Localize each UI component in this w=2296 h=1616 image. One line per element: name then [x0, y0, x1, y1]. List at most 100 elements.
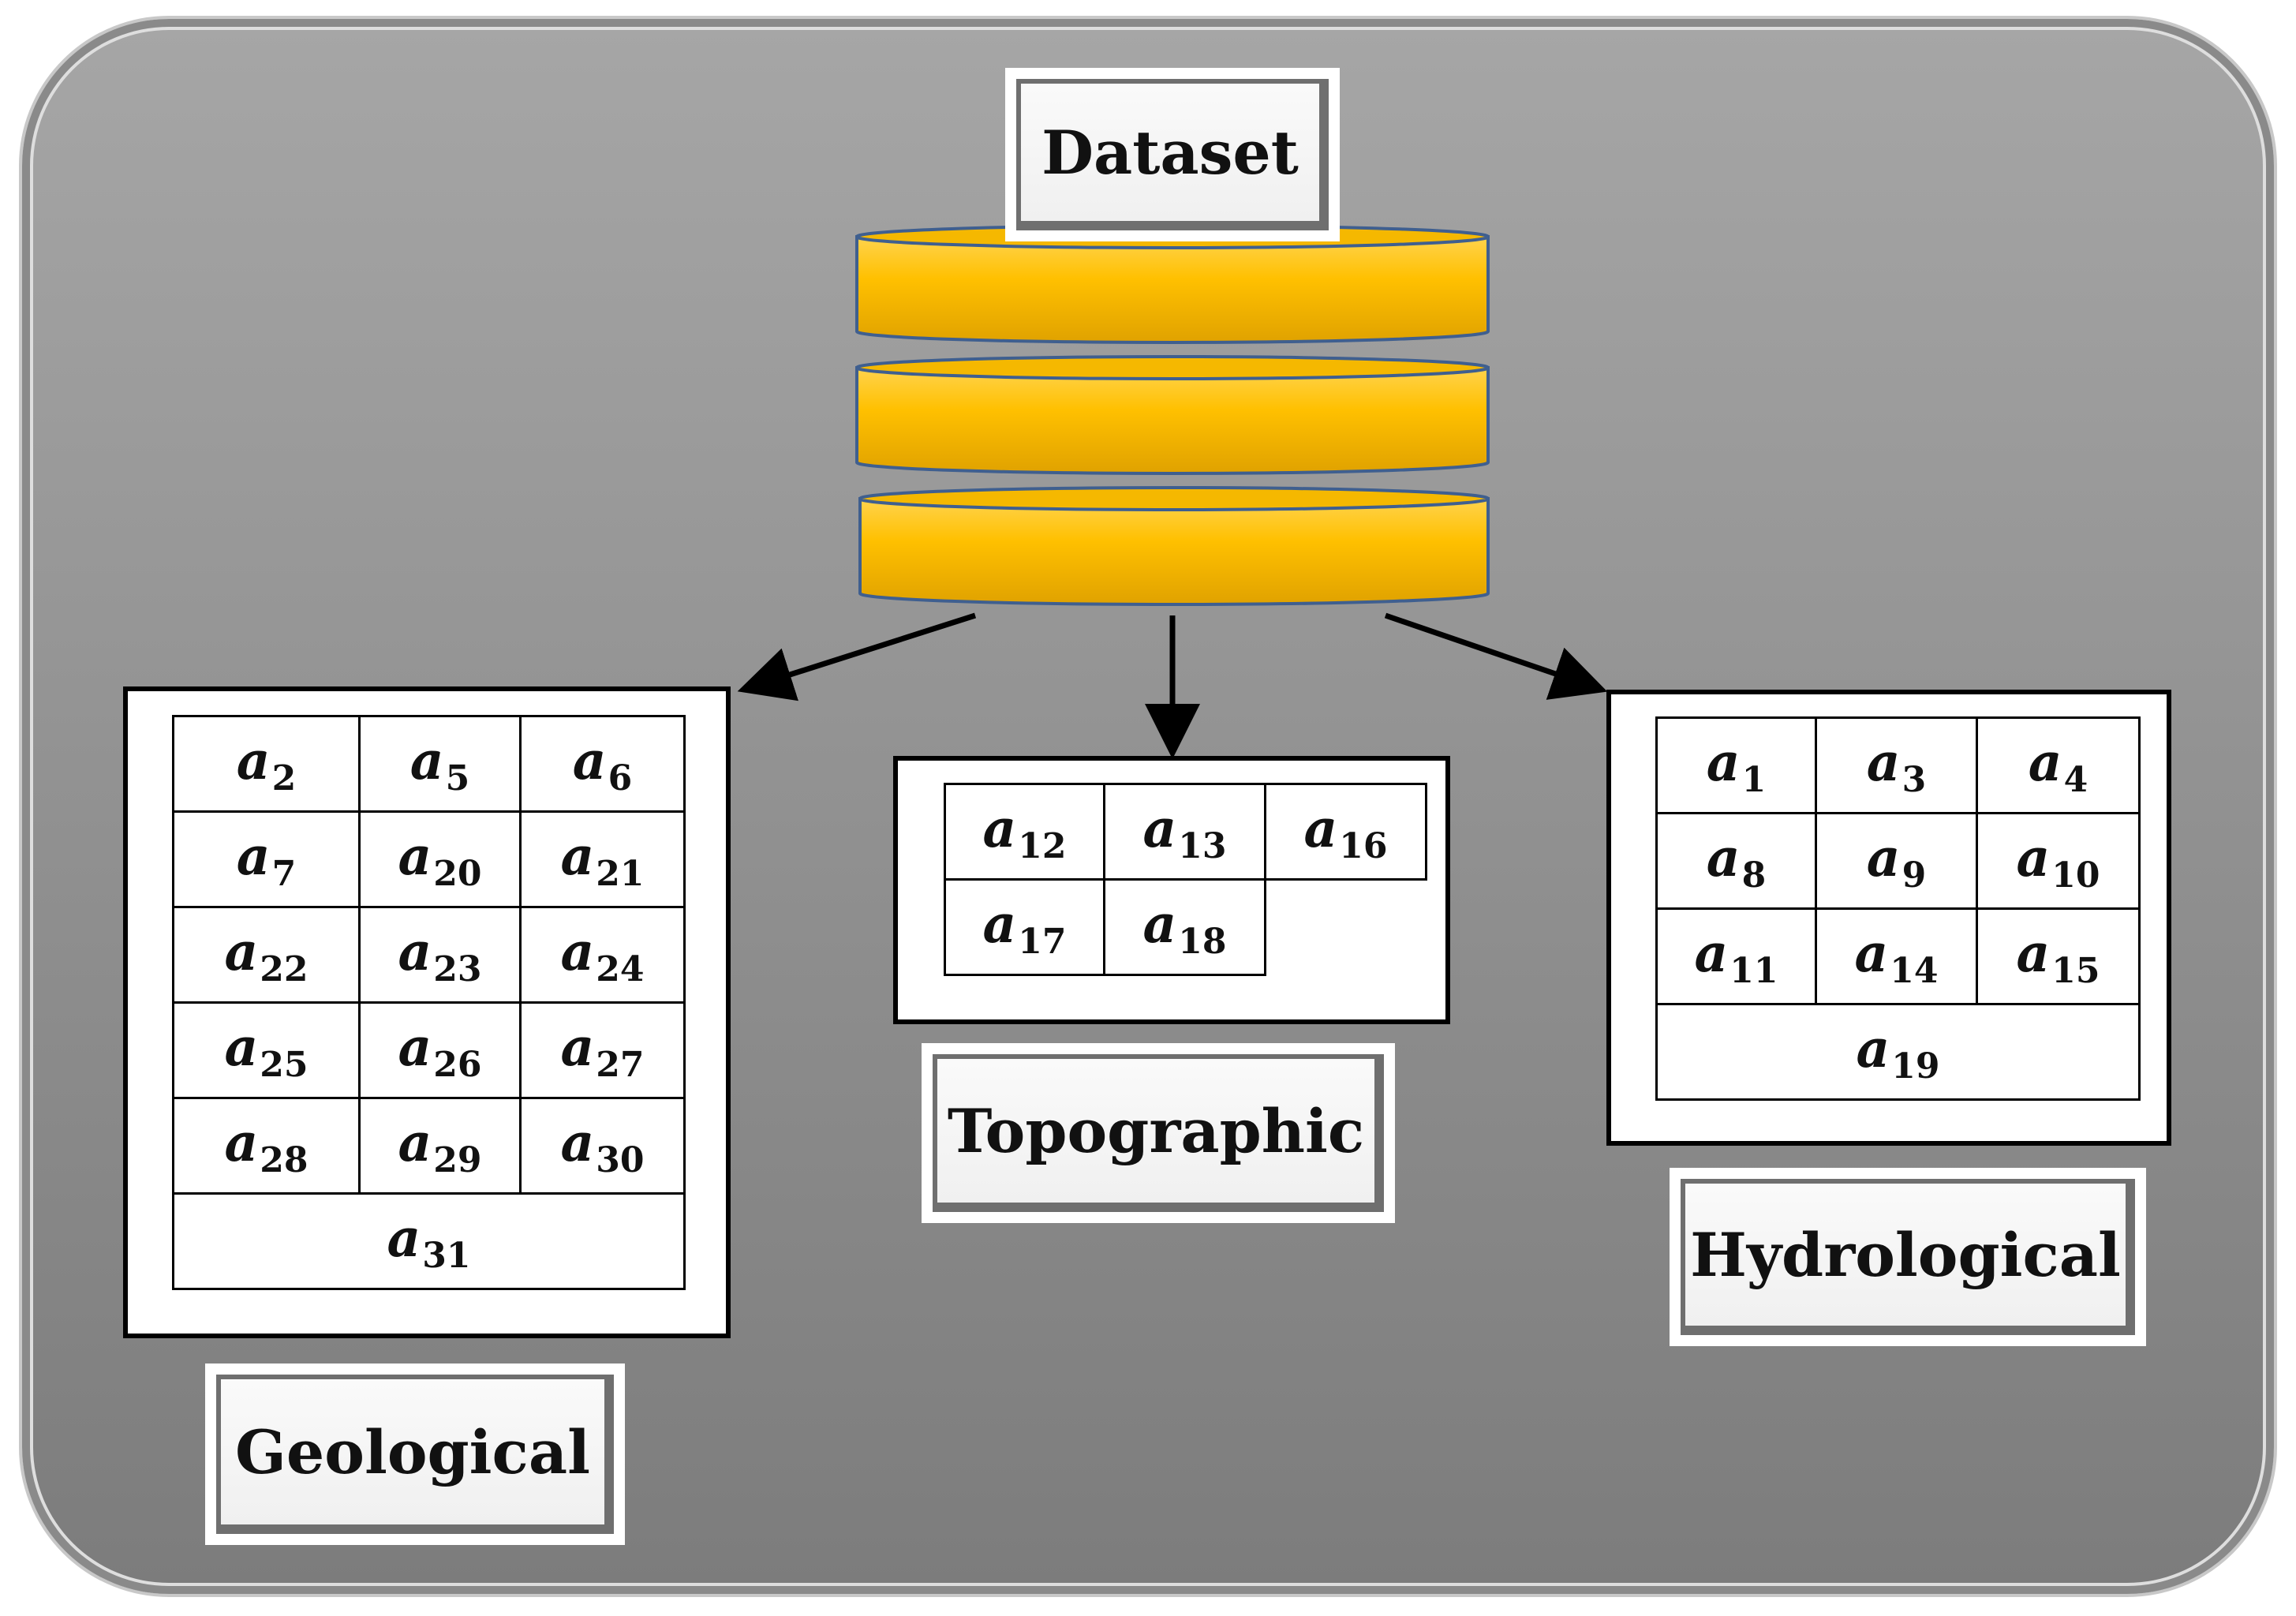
attribute-cell: a8	[1655, 812, 1817, 910]
attribute-index: 24	[596, 948, 645, 989]
attribute-cell: a4	[1976, 716, 2141, 814]
hydrological-title: Hydrological	[1681, 1179, 2135, 1335]
attribute-symbol: a	[1866, 731, 1901, 793]
attribute-index: 2	[271, 758, 297, 799]
table-row: a31	[172, 1192, 686, 1290]
attribute-cell: a1	[1655, 716, 1817, 814]
attribute-symbol: a	[2028, 731, 2062, 793]
attribute-index: 4	[2063, 759, 2088, 800]
attribute-cell: a25	[172, 1001, 361, 1099]
geological-label: Geological	[205, 1364, 625, 1545]
attribute-index: 14	[1890, 950, 1939, 991]
table-row: a19	[1655, 1003, 2141, 1101]
attribute-symbol: a	[572, 729, 607, 791]
attribute-cell: a9	[1815, 812, 1978, 910]
attribute-cell: a24	[519, 906, 686, 1004]
attribute-symbol: a	[1303, 797, 1338, 859]
attribute-cell: a5	[358, 715, 522, 813]
dataset-title: Dataset	[1016, 79, 1329, 230]
attribute-symbol: a	[398, 825, 432, 887]
attribute-index: 9	[1901, 855, 1927, 896]
attribute-symbol: a	[224, 1016, 259, 1078]
attribute-symbol: a	[224, 920, 259, 982]
attribute-symbol: a	[409, 729, 444, 791]
attribute-cell: a7	[172, 810, 361, 908]
hydrological-label: Hydrological	[1670, 1168, 2146, 1346]
attribute-index: 29	[433, 1139, 482, 1180]
attribute-cell: a10	[1976, 812, 2141, 910]
attribute-symbol: a	[398, 1016, 432, 1078]
attribute-index: 22	[260, 948, 309, 989]
attribute-symbol: a	[1142, 797, 1177, 859]
attribute-cell: a18	[1103, 878, 1266, 976]
attribute-cell: a27	[519, 1001, 686, 1099]
attribute-symbol: a	[560, 1111, 595, 1173]
attribute-index: 26	[433, 1044, 482, 1085]
attribute-index: 19	[1891, 1046, 1940, 1087]
attribute-symbol: a	[560, 1016, 595, 1078]
attribute-cell: a16	[1264, 783, 1427, 881]
attribute-symbol: a	[1694, 922, 1729, 984]
attribute-cell: a30	[519, 1097, 686, 1195]
attribute-index: 30	[596, 1139, 645, 1180]
attribute-index: 3	[1901, 759, 1927, 800]
attribute-index: 15	[2051, 950, 2100, 991]
attribute-index: 5	[445, 758, 470, 799]
attribute-symbol: a	[1866, 826, 1901, 888]
attribute-index: 6	[608, 758, 633, 799]
attribute-cell: a12	[944, 783, 1105, 881]
attribute-index: 11	[1729, 950, 1778, 991]
dataset-label: Dataset	[1005, 68, 1340, 241]
attribute-cell: a14	[1815, 907, 1978, 1005]
attribute-cell: a20	[358, 810, 522, 908]
disk-top	[855, 224, 1490, 344]
attribute-cell: a21	[519, 810, 686, 908]
attribute-symbol: a	[560, 920, 595, 982]
attribute-symbol: a	[236, 825, 271, 887]
attribute-index: 28	[260, 1139, 309, 1180]
attribute-index: 12	[1018, 825, 1067, 866]
attribute-symbol: a	[1856, 1017, 1890, 1079]
attribute-cell: a2	[172, 715, 361, 813]
attribute-symbol: a	[560, 825, 595, 887]
attribute-index: 23	[433, 948, 482, 989]
attribute-index: 16	[1339, 825, 1388, 866]
topographic-label: Topographic	[922, 1043, 1395, 1223]
attribute-index: 18	[1178, 921, 1227, 962]
attribute-symbol: a	[1854, 922, 1889, 984]
attribute-symbol: a	[1706, 826, 1741, 888]
disk-middle	[855, 355, 1490, 475]
arrow-to-geological	[737, 612, 977, 701]
database-cylinder-icon	[855, 224, 1490, 606]
attribute-cell: a28	[172, 1097, 361, 1195]
attribute-cell: a11	[1655, 907, 1817, 1005]
attribute-cell: a17	[944, 878, 1105, 976]
attribute-symbol: a	[982, 797, 1017, 859]
attribute-cell: a26	[358, 1001, 522, 1099]
attribute-index: 7	[271, 853, 297, 894]
attribute-index: 25	[260, 1044, 309, 1085]
attribute-cell: a13	[1103, 783, 1266, 881]
attribute-index: 21	[596, 853, 645, 894]
attribute-symbol: a	[387, 1206, 421, 1269]
attribute-cell: a31	[172, 1192, 686, 1290]
topographic-title: Topographic	[933, 1054, 1384, 1212]
attribute-symbol: a	[398, 1111, 432, 1173]
arrow-to-hydrological	[1384, 612, 1608, 700]
attribute-cell: a19	[1655, 1003, 2141, 1101]
attribute-index: 20	[433, 853, 482, 894]
attribute-symbol: a	[982, 892, 1017, 955]
attribute-symbol: a	[1142, 892, 1177, 955]
attribute-index: 17	[1018, 921, 1067, 962]
